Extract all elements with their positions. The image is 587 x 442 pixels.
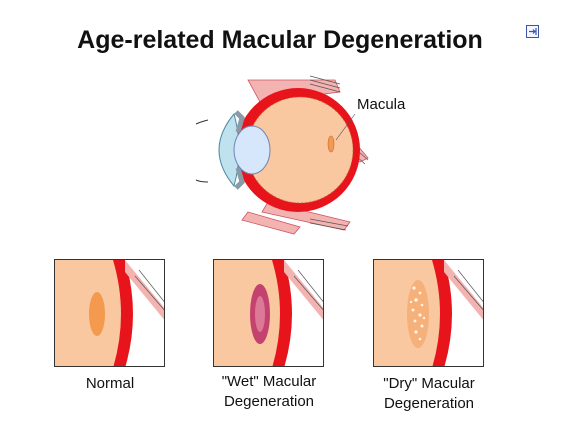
caption-line: "Wet" Macular	[221, 373, 317, 390]
wet-macula-panel	[213, 259, 324, 367]
wet-caption: "Wet" Macular Degeneration	[199, 372, 339, 412]
macula-label: Macula	[357, 96, 406, 113]
caption-line: "Dry" Macular	[383, 375, 475, 392]
normal-caption: Normal	[40, 374, 180, 394]
caption-line: Degeneration	[383, 395, 475, 412]
caption-line: Normal	[85, 375, 135, 392]
eye-cross-section	[190, 62, 390, 242]
normal-macula-panel	[54, 259, 165, 367]
exit-icon[interactable]	[526, 25, 539, 38]
dry-caption: "Dry" Macular Degeneration	[359, 374, 499, 414]
caption-line: Degeneration	[223, 393, 315, 410]
page-title: Age-related Macular Degeneration	[77, 26, 483, 54]
dry-macula-panel	[373, 259, 484, 367]
